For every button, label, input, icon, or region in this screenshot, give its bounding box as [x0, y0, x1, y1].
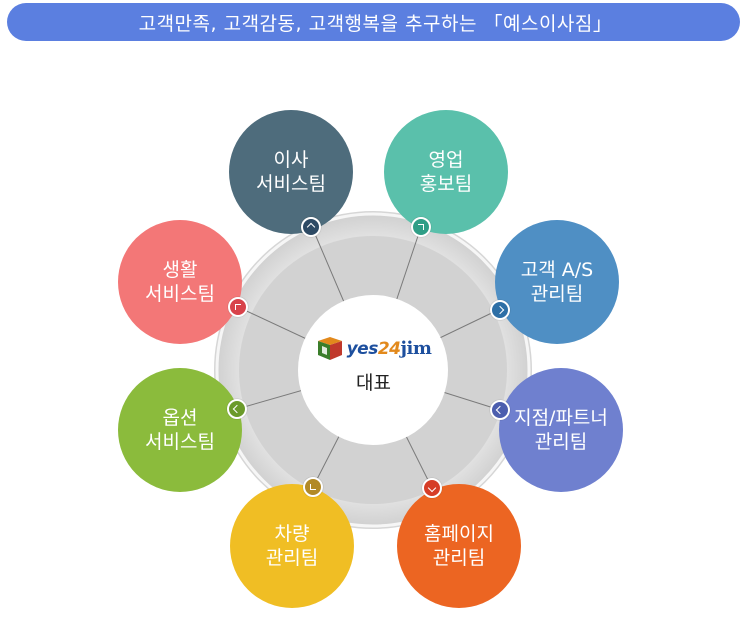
center-hub: yes24jim 대표 — [0, 330, 747, 395]
connector-badge-icon — [422, 478, 442, 498]
node-sales-pr: 영업 홍보팀 — [384, 110, 508, 234]
node-vehicle: 차량 관리팀 — [230, 484, 354, 608]
logo-wordmark: yes24jim — [346, 337, 432, 359]
connector-badge-icon — [301, 217, 321, 237]
ceo-label: 대표 — [356, 372, 391, 394]
node-customer-as: 고객 A/S 관리팀 — [495, 220, 619, 344]
logo-box-icon — [316, 335, 344, 361]
node-branch-partner: 지점/파트너 관리팀 — [499, 368, 623, 492]
connector-badge-icon — [490, 400, 510, 420]
node-option-service: 옵션 서비스팀 — [118, 368, 242, 492]
node-moving-service: 이사 서비스팀 — [229, 110, 353, 234]
connector-badge-icon — [411, 217, 431, 237]
node-homepage: 홈페이지 관리팀 — [397, 484, 521, 608]
connector-badge-icon — [303, 477, 323, 497]
title-banner: 고객만족, 고객감동, 고객행복을 추구하는 「예스이사짐」 — [7, 3, 740, 41]
center-circle — [298, 295, 448, 445]
company-logo: yes24jim — [316, 330, 432, 366]
connector-badge-icon — [227, 399, 247, 419]
connector-badge-icon — [228, 297, 248, 317]
node-living-service: 생활 서비스팀 — [118, 220, 242, 344]
connector-badge-icon — [490, 300, 510, 320]
banner-text: 고객만족, 고객감동, 고객행복을 추구하는 「예스이사짐」 — [138, 12, 613, 35]
outer-ring-rim — [215, 212, 531, 528]
